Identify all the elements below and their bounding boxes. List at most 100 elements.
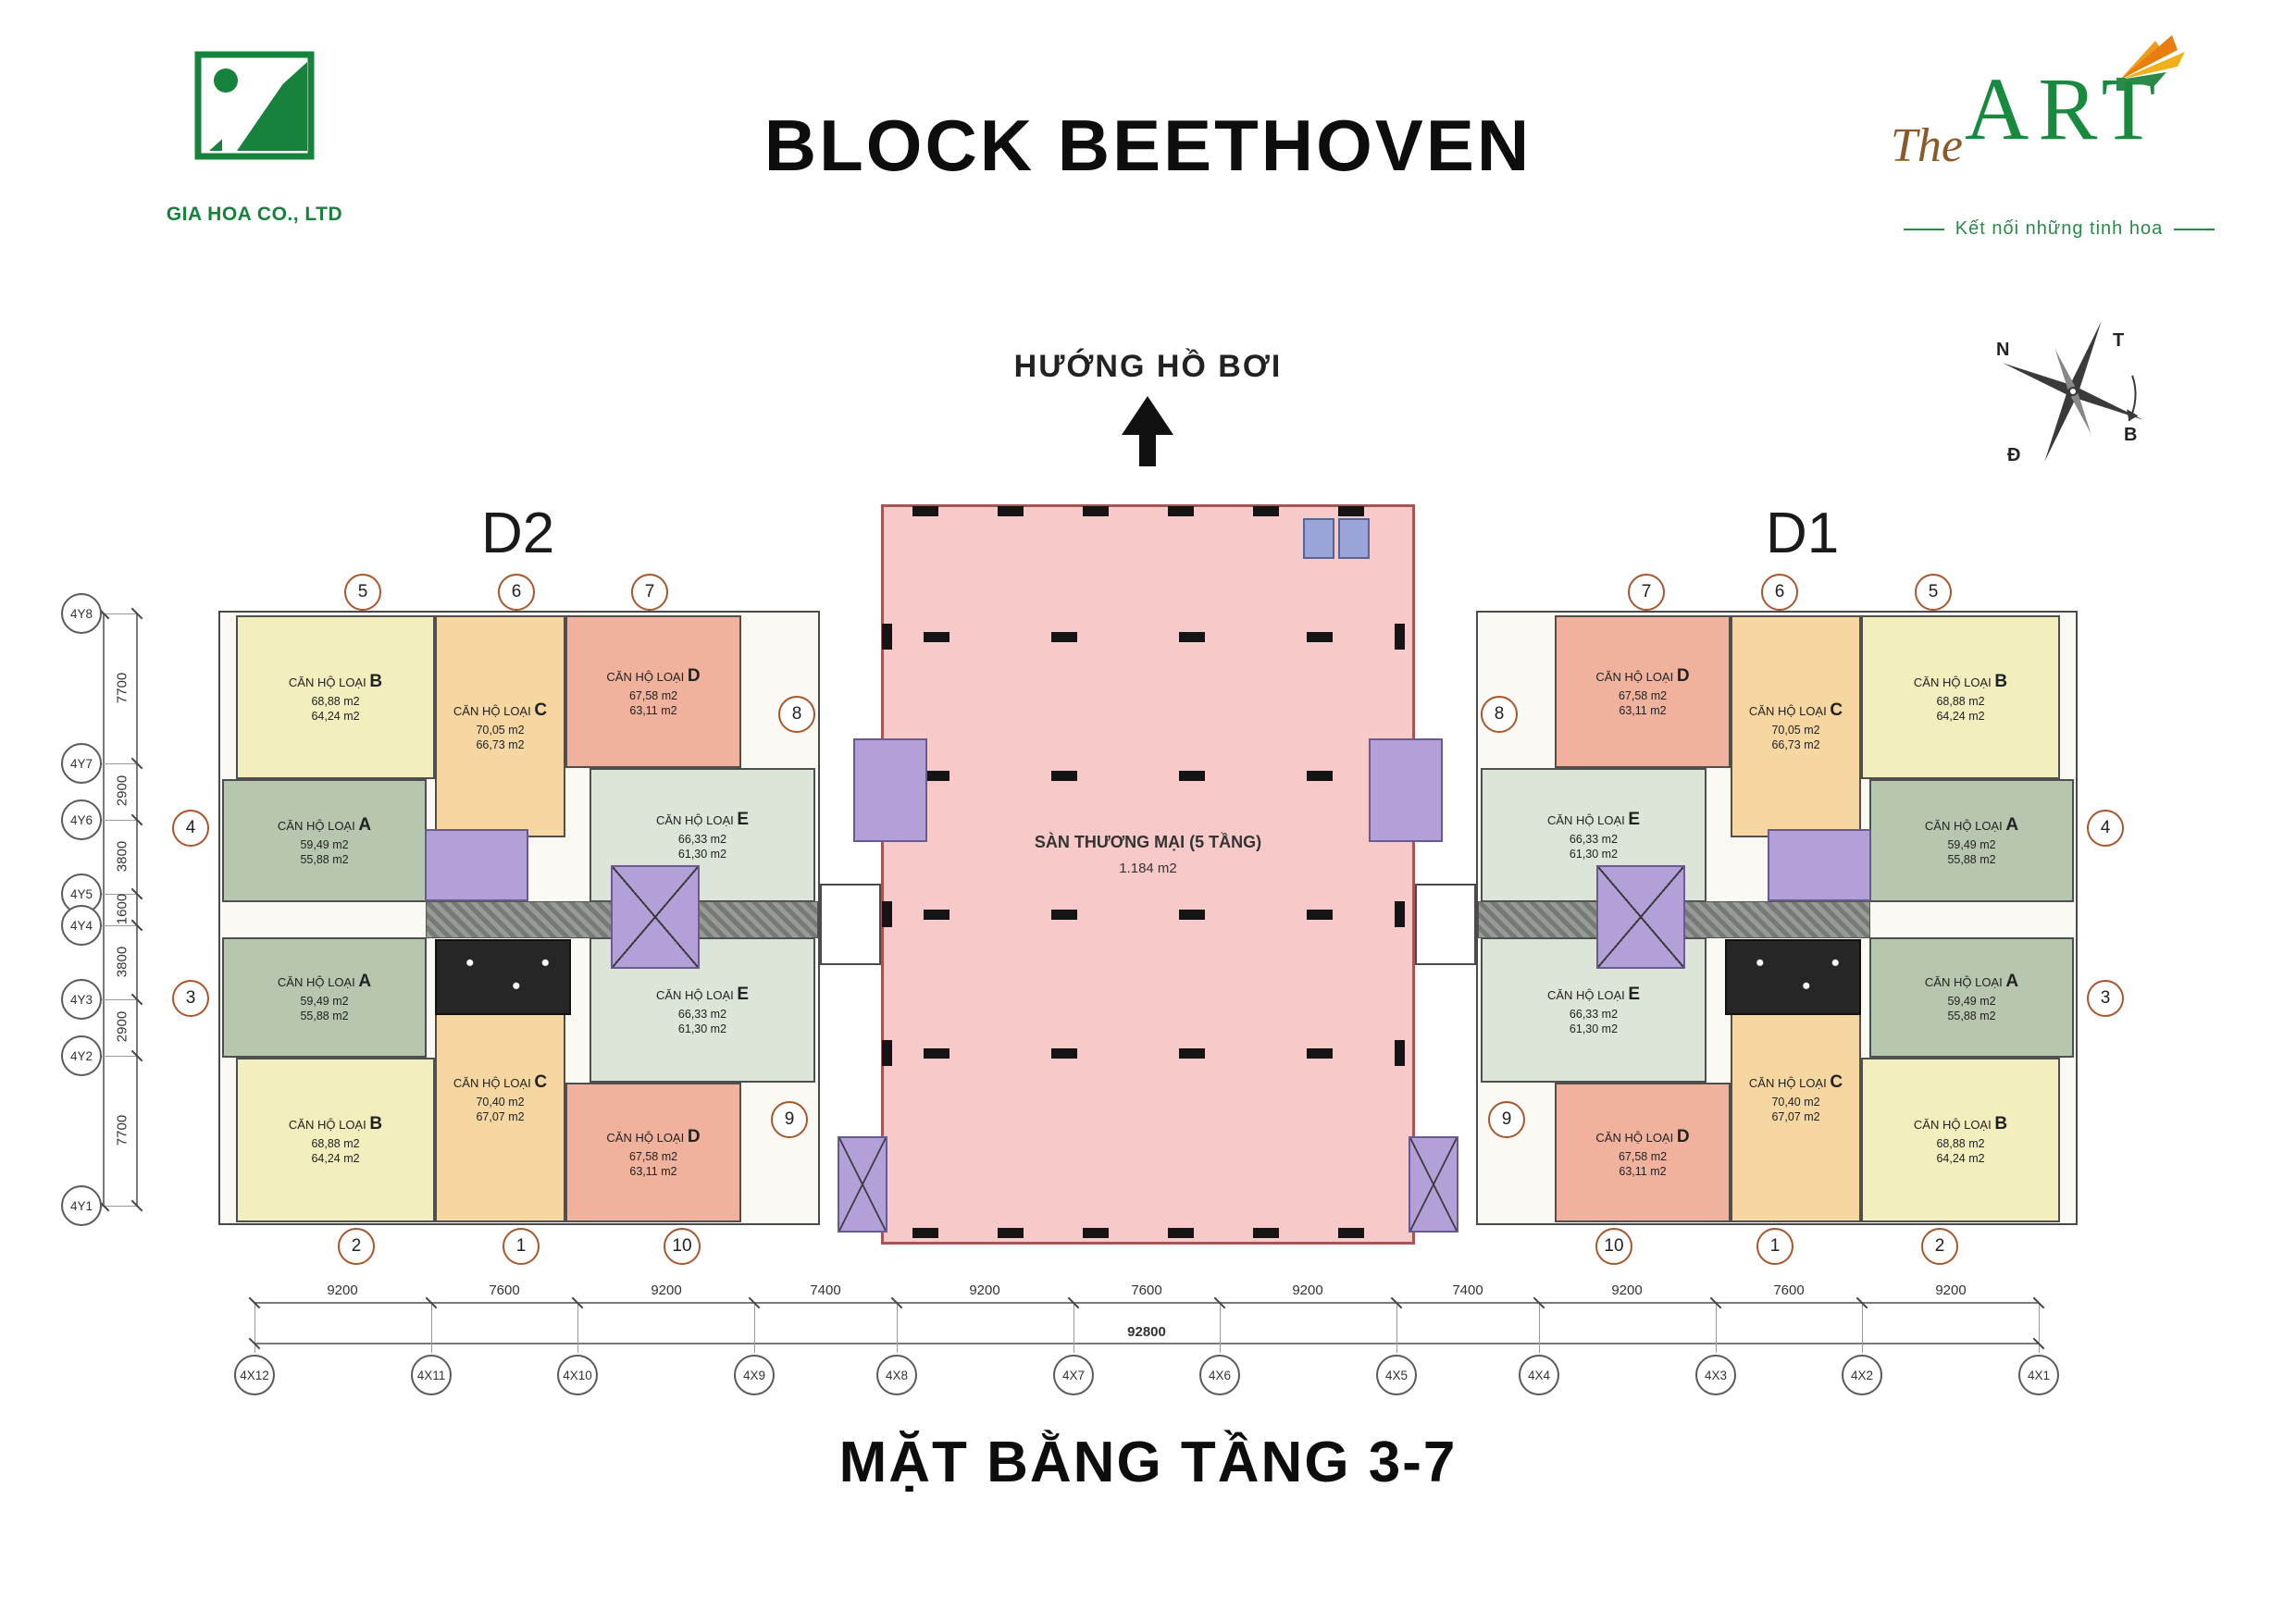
grid-bubble-4X12: 4X12 [234,1355,275,1395]
dim-stub [102,820,137,821]
brand-the-text: The [1891,119,1963,172]
position-circle-8: 8 [1481,696,1518,733]
inner-elevator-d1 [1369,738,1443,842]
elevator-core-d2 [425,829,528,901]
column-mark [1179,632,1205,642]
grid-bubble-4X3: 4X3 [1695,1355,1736,1395]
elevator-core-d1 [1768,829,1871,901]
small-elevator-2 [1338,518,1370,559]
position-circle-7: 7 [1628,574,1665,611]
brand-tagline: Kết nối những tinh hoa [1865,218,2253,240]
position-circle-5: 5 [1915,574,1952,611]
column-mark [1307,910,1333,920]
column-mark [924,771,949,781]
company-name: GIA HOA CO., LTD [166,204,343,225]
floor-title: MẶT BẰNG TẦNG 3-7 [838,1431,1458,1494]
bathroom-core-d1 [1725,939,1861,1015]
stair-core-d2 [611,865,700,969]
tower-d2-label: D2 [481,502,555,565]
dim-stub [102,999,137,1000]
grid-bubble-4X1: 4X1 [2018,1355,2059,1395]
column-mark [1395,1040,1405,1066]
grid-bubble-4X2: 4X2 [1842,1355,1882,1395]
bottom-dim-value: 7600 [1131,1282,1162,1298]
column-mark [912,506,938,516]
tagline-line-left [1903,228,1944,230]
brand-logo-block: The ART Kết nối những tinh hoa [1865,35,2253,254]
position-circle-9: 9 [771,1101,808,1138]
bottom-dim-value: 9200 [1611,1282,1643,1298]
position-circle-10: 10 [1595,1228,1632,1265]
position-circle-6: 6 [1761,574,1798,611]
pool-direction-label: HƯỚNG HỒ BƠI [1013,349,1283,384]
position-circle-8: 8 [778,696,815,733]
dim-stub [1220,1303,1221,1353]
up-arrow-icon [1122,396,1173,435]
stair-bottom-left [838,1136,887,1233]
dim-stub [102,1056,137,1057]
bottom-dim-total: 92800 [1127,1324,1166,1340]
bathroom-core-d2 [435,939,571,1015]
column-mark [1307,1048,1333,1059]
bottom-total-line [254,1343,2039,1344]
column-mark [882,901,892,927]
position-circle-4: 4 [172,810,209,847]
column-mark [1168,506,1194,516]
column-mark [998,1228,1024,1238]
position-circle-3: 3 [172,980,209,1017]
column-mark [1168,1228,1194,1238]
bridge-d2 [820,884,881,965]
commercial-area-value: 1.184 m2 [1119,861,1177,876]
gia-hoa-logo-icon [194,51,315,160]
dim-stub [254,1303,255,1353]
grid-bubble-4X10: 4X10 [557,1355,598,1395]
grid-bubble-4X9: 4X9 [734,1355,775,1395]
grid-bubble-4Y7: 4Y7 [61,743,102,784]
position-circle-5: 5 [344,574,381,611]
column-mark [1253,506,1279,516]
position-circle-6: 6 [498,574,535,611]
left-dim-line [136,613,138,1206]
grid-bubble-4X6: 4X6 [1199,1355,1240,1395]
up-arrow-stem [1139,433,1156,466]
column-mark [1179,771,1205,781]
left-dim-value: 7700 [114,672,130,704]
small-elevator-1 [1303,518,1334,559]
bridge-d1 [1415,884,1476,965]
tagline-text: Kết nối những tinh hoa [1955,218,2164,239]
tagline-line-right [2174,228,2215,230]
column-mark [1253,1228,1279,1238]
bottom-dim-value: 7600 [489,1282,520,1298]
grid-bubble-4X7: 4X7 [1053,1355,1094,1395]
column-mark [1179,910,1205,920]
bottom-dim-value: 9200 [651,1282,682,1298]
inner-elevator-d2 [853,738,927,842]
stair-bottom-right [1409,1136,1458,1233]
column-mark [924,632,949,642]
column-mark [1083,1228,1109,1238]
grid-bubble-4X4: 4X4 [1519,1355,1559,1395]
dim-stub [102,894,137,895]
